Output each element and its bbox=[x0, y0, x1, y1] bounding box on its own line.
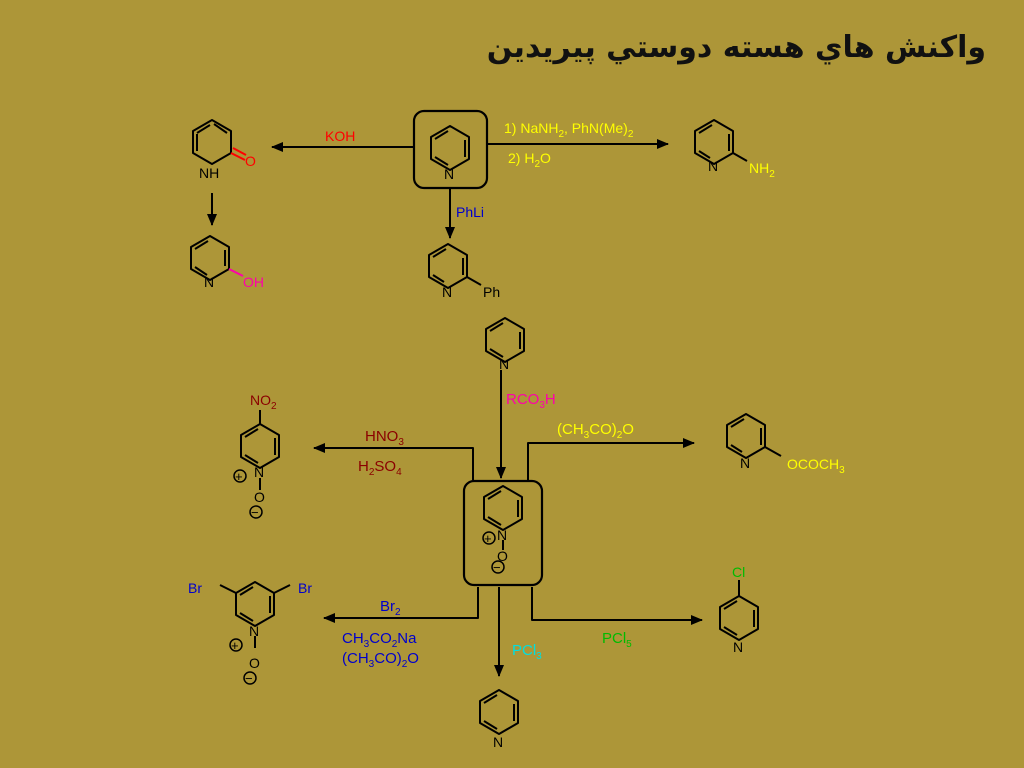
atom-o-dibromo-oxide: O bbox=[249, 655, 260, 671]
atom-no2: NO2 bbox=[250, 392, 277, 412]
reagent-h2so4: H2SO4 bbox=[358, 458, 402, 478]
reagent-naoac: CH3CO2Na bbox=[342, 630, 417, 650]
charge-minus-nitro: − bbox=[251, 505, 259, 520]
pyridine-start-molecule bbox=[485, 317, 525, 363]
reagent-hno3: HNO3 bbox=[365, 428, 404, 448]
reagent-pcl3: PCl3 bbox=[512, 642, 542, 662]
reagent-ac2o-second: (CH3CO)2O bbox=[342, 650, 419, 670]
atom-nh2: NH2 bbox=[749, 160, 775, 180]
chloropyridine-molecule bbox=[719, 580, 759, 641]
atom-br-left: Br bbox=[188, 580, 202, 596]
charge-minus-dibromo: − bbox=[245, 671, 253, 686]
atom-n-nitro-oxide: N bbox=[254, 464, 264, 480]
atom-n-phenylpyridine: N bbox=[442, 284, 452, 300]
arrow-pcl5 bbox=[531, 587, 703, 625]
hydroxypyridine-molecule bbox=[190, 235, 244, 281]
phenylpyridine-molecule bbox=[428, 243, 482, 289]
arrow-br2 bbox=[323, 587, 479, 623]
reagent-h2o: 2) H2O bbox=[508, 150, 551, 170]
atom-cl: Cl bbox=[732, 564, 745, 580]
pyridone-molecule bbox=[192, 119, 247, 165]
atom-ococh3: OCOCH3 bbox=[787, 456, 845, 476]
atom-n-aminopyridine: N bbox=[708, 158, 718, 174]
atom-o-pyridone: O bbox=[245, 153, 256, 169]
reagent-ac2o: (CH3CO)2O bbox=[557, 421, 634, 441]
reagent-pcl5: PCl5 bbox=[602, 630, 632, 650]
atom-o-oxide-box: O bbox=[497, 548, 508, 564]
reagent-br2: Br2 bbox=[380, 598, 401, 618]
acetoxypyridine-molecule bbox=[726, 413, 782, 459]
reagent-phli: PhLi bbox=[456, 204, 484, 220]
atom-n-chloropyridine: N bbox=[733, 639, 743, 655]
atom-oh: OH bbox=[243, 274, 264, 290]
charge-minus-box: − bbox=[493, 560, 501, 575]
pyridine-n-oxide-ring bbox=[482, 485, 523, 574]
charge-plus-nitro: + bbox=[235, 469, 243, 484]
reagent-koh: KOH bbox=[325, 128, 355, 144]
atom-n-dibromo-oxide: N bbox=[249, 623, 259, 639]
atom-ph: Ph bbox=[483, 284, 500, 300]
pyridine-product-molecule bbox=[479, 689, 519, 735]
charge-plus-dibromo: + bbox=[231, 638, 239, 653]
atom-n-acetoxypyridine: N bbox=[740, 455, 750, 471]
reagent-rco3h: RCO3H bbox=[506, 391, 556, 411]
arrow-ac2o bbox=[527, 438, 695, 480]
atom-nh-pyridone: NH bbox=[199, 165, 219, 181]
arrow-hno3 bbox=[313, 443, 474, 480]
aminopyridine-molecule bbox=[694, 119, 748, 165]
charge-plus-box: + bbox=[484, 531, 492, 546]
page-title: واكنش هاي هسته دوستي پيريدين bbox=[486, 30, 986, 65]
atom-n-hydroxypyridine: N bbox=[204, 274, 214, 290]
nitropyridine-n-oxide-molecule bbox=[233, 410, 280, 519]
pyridine-center-ring bbox=[430, 125, 470, 171]
atom-n-pyridine-product: N bbox=[493, 734, 503, 750]
dibromopyridine-n-oxide-molecule bbox=[219, 581, 291, 685]
atom-n-center: N bbox=[444, 166, 454, 182]
atom-br-right: Br bbox=[298, 580, 312, 596]
atom-o-nitro-oxide: O bbox=[254, 489, 265, 505]
box-pyridine-n-oxide bbox=[462, 479, 544, 587]
atom-n-pyridine-start: N bbox=[499, 356, 509, 372]
reagent-nanh2: 1) NaNH2, PhN(Me)2 bbox=[504, 120, 634, 140]
atom-n-oxide-box: N bbox=[497, 527, 507, 543]
